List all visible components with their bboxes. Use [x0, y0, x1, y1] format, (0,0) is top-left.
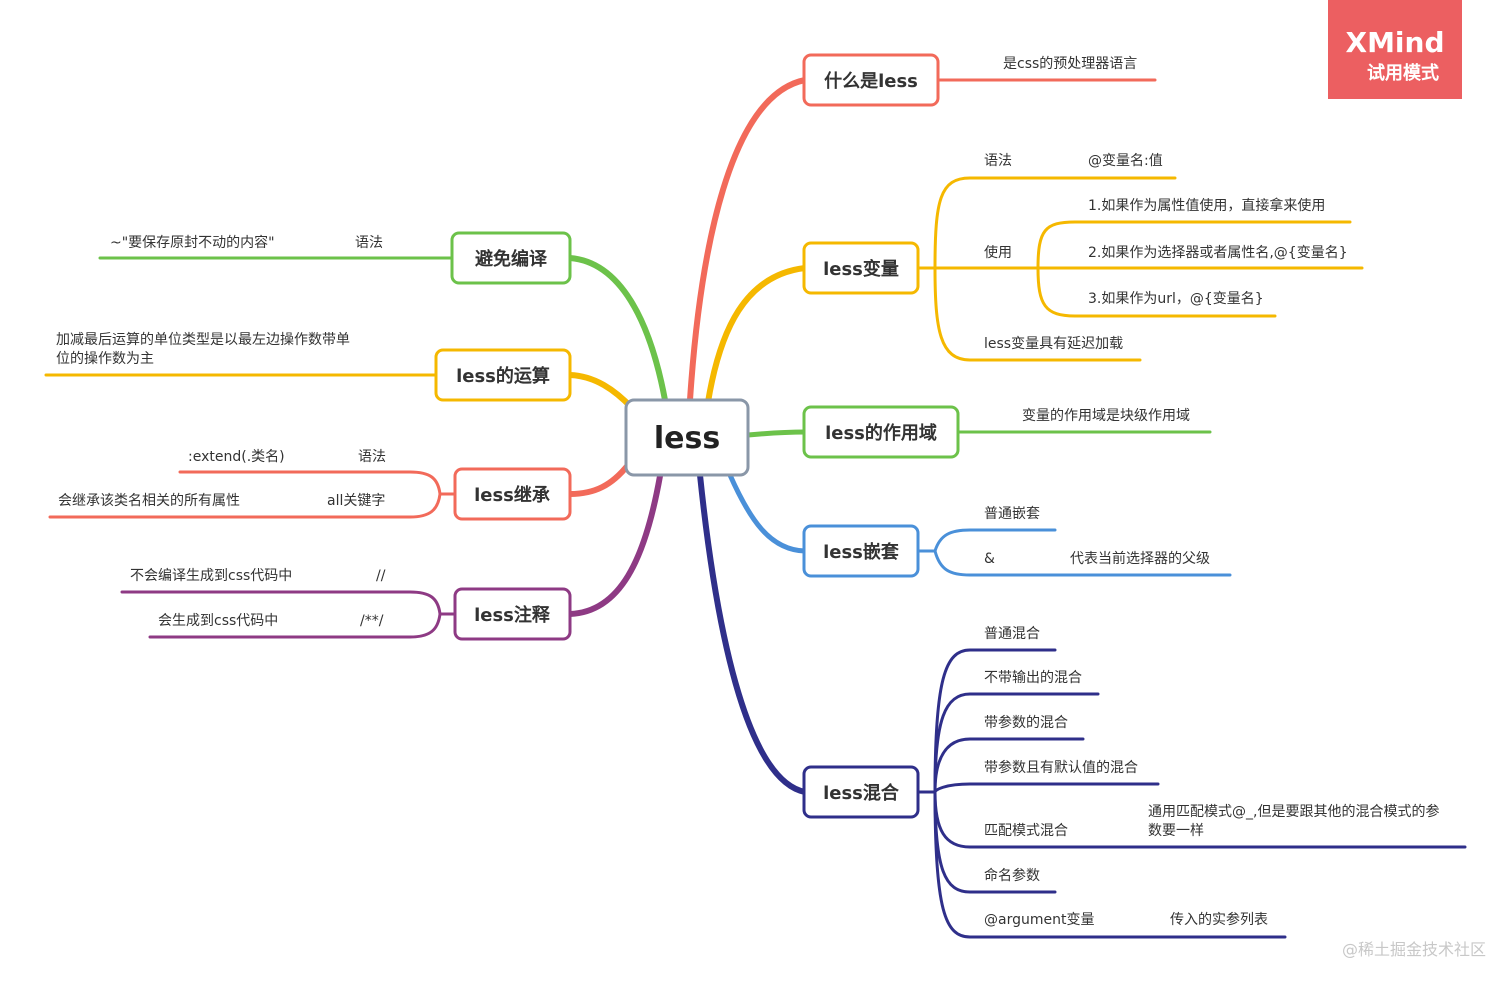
topic-ops[interactable]: less的运算 [434, 348, 572, 402]
vars-use-item[interactable]: 2.如果作为选择器或者属性名,@{变量名} [1088, 245, 1348, 261]
vars-syntax-label[interactable]: 语法 [984, 153, 1012, 169]
topic-what-label: 什么是less [824, 70, 918, 92]
nesting-amp-desc[interactable]: 代表当前选择器的父级 [1070, 550, 1210, 567]
topic-vars[interactable]: less变量 [802, 241, 920, 295]
branch-comment [567, 473, 663, 617]
topic-nesting-box [802, 524, 920, 578]
topic-comment-box [453, 587, 572, 641]
topic-mixin[interactable]: less混合 [802, 765, 920, 819]
topic-nesting[interactable]: less嵌套 [802, 524, 920, 578]
topic-ops-box [434, 348, 572, 402]
mixin-item[interactable]: 带参数的混合 [984, 714, 1068, 731]
mixin-match-label[interactable]: 匹配模式混合 [984, 823, 1068, 839]
topic-what[interactable]: 什么是less [802, 53, 940, 107]
inherit-all-label[interactable]: all关键字 [327, 493, 385, 509]
topic-scope-label: less的作用域 [825, 422, 937, 444]
inherit-all-desc[interactable]: 会继承该类名相关的所有属性 [58, 493, 240, 509]
branch-inherit [567, 462, 631, 497]
branch-scope [745, 429, 808, 438]
topic-vars-label: less变量 [823, 258, 899, 280]
mixin-item[interactable]: 带参数且有默认值的混合 [984, 759, 1138, 776]
topic-escape-label: 避免编译 [475, 248, 548, 270]
watermark-subtitle: 试用模式 [1367, 62, 1439, 84]
nesting-amp[interactable]: & [984, 551, 995, 567]
topic-scope-box [802, 405, 960, 459]
mixin-match-desc[interactable]: 通用匹配模式@_,但是要跟其他的混合模式的参 [1148, 803, 1439, 820]
xmind-watermark: XMind 试用模式 [1328, 0, 1462, 99]
topic-escape[interactable]: 避免编译 [450, 231, 572, 285]
what-detail[interactable]: 是css的预处理器语言 [1003, 56, 1137, 72]
topic-scope[interactable]: less的作用域 [802, 405, 960, 459]
mixin-argument-desc[interactable]: 传入的实参列表 [1170, 911, 1268, 928]
comment-multi-desc[interactable]: 会生成到css代码中 [158, 613, 278, 629]
main-branches [567, 77, 808, 795]
scope-detail[interactable]: 变量的作用域是块级作用域 [1022, 408, 1190, 424]
branch-ops [567, 372, 635, 411]
watermark-badge [1328, 0, 1462, 99]
vars-use-item[interactable]: 3.如果作为url，@{变量名} [1088, 291, 1264, 307]
branch-what [687, 77, 808, 403]
ops-detail[interactable]: 位的操作数为主 [56, 351, 154, 367]
topic-inherit[interactable]: less继承 [453, 467, 572, 521]
footer-credit: @稀土掘金技术社区 [1342, 940, 1486, 959]
escape-syntax-value[interactable]: ~"要保存原封不动的内容" [110, 234, 275, 251]
topic-what-box [802, 53, 940, 107]
branch-vars [705, 265, 808, 405]
comment-single[interactable]: // [376, 568, 386, 584]
vars-syntax-value[interactable]: @变量名:值 [1088, 153, 1163, 169]
mixin-argument[interactable]: @argument变量 [984, 912, 1094, 928]
sub-lines [44, 78, 1467, 939]
branch-escape [567, 255, 668, 403]
root-label: less [654, 421, 720, 456]
vars-lazy[interactable]: less变量具有延迟加载 [984, 336, 1123, 352]
topic-comment[interactable]: less注释 [453, 587, 572, 641]
branch-mixin [697, 472, 808, 795]
comment-multi[interactable]: /**/ [360, 613, 384, 629]
topic-mixin-box [802, 765, 920, 819]
mixin-named[interactable]: 命名参数 [984, 867, 1040, 884]
inherit-syntax-label[interactable]: 语法 [358, 449, 386, 465]
inherit-syntax-value[interactable]: :extend(.类名) [188, 449, 285, 465]
mixin-item[interactable]: 不带输出的混合 [984, 670, 1082, 686]
topic-vars-box [802, 241, 920, 295]
escape-syntax-label[interactable]: 语法 [355, 235, 383, 251]
mixin-match-desc[interactable]: 数要一样 [1148, 823, 1204, 839]
topic-escape-box [450, 231, 572, 285]
nesting-normal[interactable]: 普通嵌套 [984, 506, 1040, 522]
topic-inherit-box [453, 467, 572, 521]
ops-detail[interactable]: 加减最后运算的单位类型是以最左边操作数带单 [56, 332, 350, 348]
branch-nesting [727, 472, 808, 554]
comment-single-desc[interactable]: 不会编译生成到css代码中 [130, 568, 292, 584]
topic-ops-label: less的运算 [456, 365, 550, 387]
topic-mixin-label: less混合 [823, 782, 900, 804]
root-box [624, 398, 750, 477]
vars-use-item[interactable]: 1.如果作为属性值使用，直接拿来使用 [1088, 197, 1325, 214]
root-node[interactable]: less [624, 398, 750, 477]
watermark-title: XMind [1345, 26, 1444, 59]
mixin-item[interactable]: 普通混合 [984, 626, 1040, 642]
topic-inherit-label: less继承 [474, 484, 551, 506]
topic-nesting-label: less嵌套 [823, 541, 899, 563]
topic-comment-label: less注释 [474, 604, 551, 626]
vars-use-label[interactable]: 使用 [984, 244, 1012, 261]
